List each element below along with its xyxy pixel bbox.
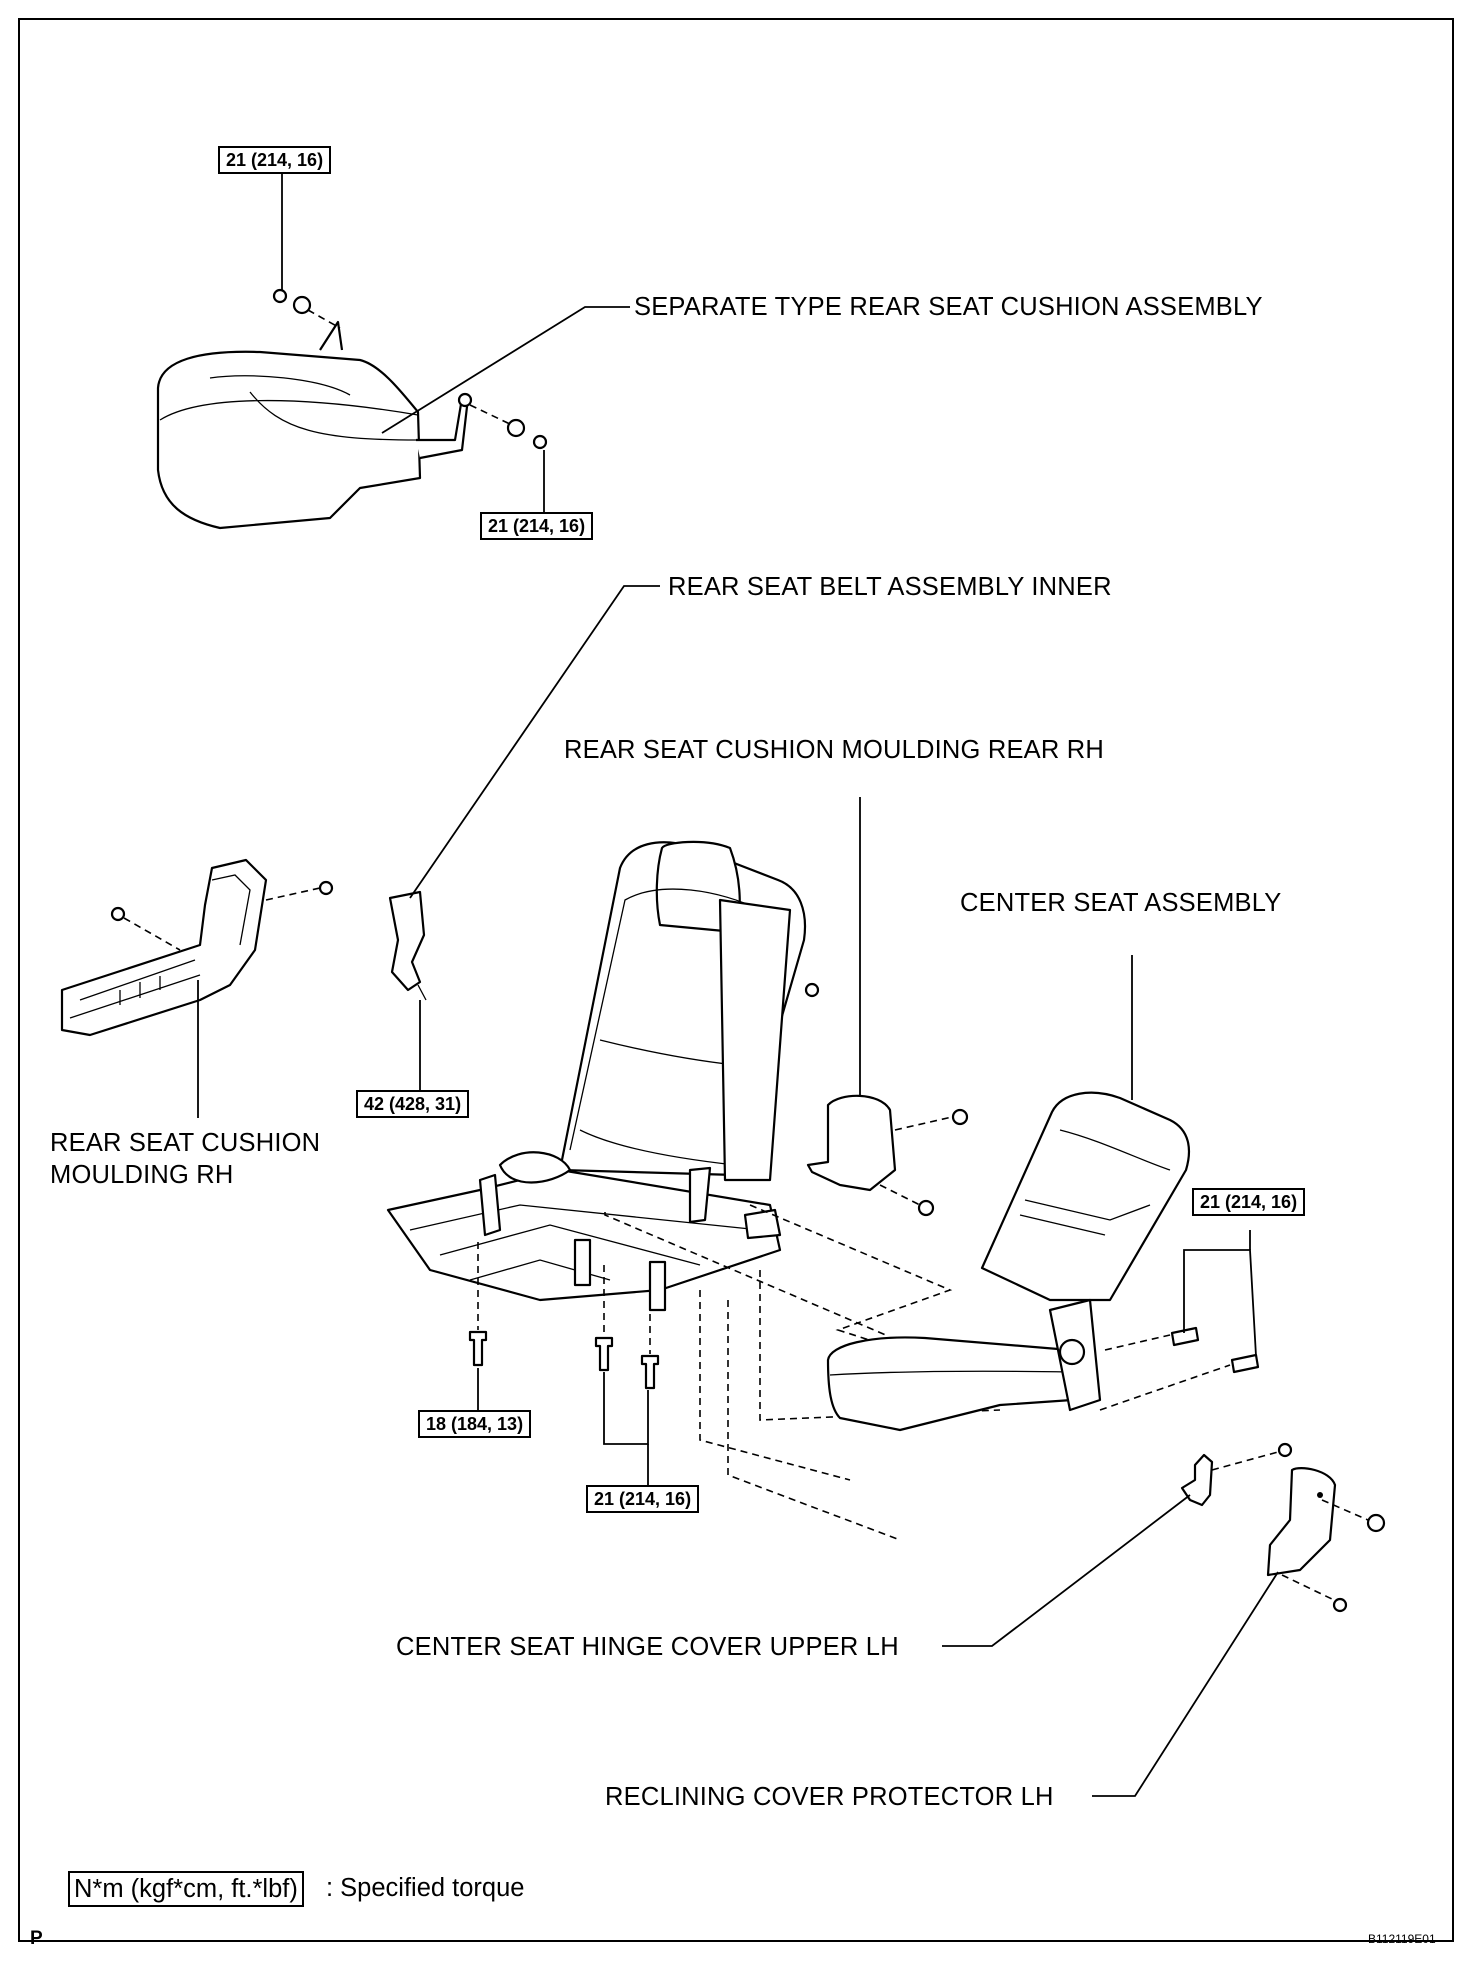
torque-cushion-right: 21 (214, 16)	[480, 512, 594, 540]
torque-cushion-top: 21 (214, 16)	[218, 146, 332, 174]
rear-seat-drawing	[386, 840, 820, 1312]
label-belt-inner: REAR SEAT BELT ASSEMBLY INNER	[668, 573, 1112, 601]
legend-unit-box: N*m (kgf*cm, ft.*lbf)	[68, 1871, 304, 1907]
label-center-seat: CENTER SEAT ASSEMBLY	[960, 889, 1282, 917]
label-reclining-cover: RECLINING COVER PROTECTOR LH	[605, 1783, 1054, 1811]
torque-base-mid: 21 (214, 16)	[586, 1485, 700, 1513]
reclining-cover-drawing	[1266, 1467, 1337, 1577]
separate-seat-cushion-drawing	[156, 320, 473, 530]
torque-base-left: 18 (184, 13)	[418, 1410, 532, 1438]
figure-id: B112119E01	[1368, 1932, 1436, 1946]
label-hinge-cover: CENTER SEAT HINGE COVER UPPER LH	[396, 1633, 899, 1661]
center-seat-drawing	[826, 1091, 1190, 1432]
seat-belt-inner-drawing	[388, 890, 427, 1001]
moulding-rear-rh-drawing	[806, 1094, 897, 1192]
label-moulding-rear-rh: REAR SEAT CUSHION MOULDING REAR RH	[564, 736, 1105, 764]
torque-center-right: 21 (214, 16)	[1192, 1188, 1306, 1216]
label-moulding-rh-line2: MOULDING RH	[50, 1161, 234, 1189]
hinge-cover-drawing	[1180, 1453, 1214, 1507]
drawing-border	[18, 18, 1454, 1942]
label-moulding-rh-line1: REAR SEAT CUSHION	[50, 1129, 321, 1157]
torque-belt: 42 (428, 31)	[356, 1090, 470, 1118]
cushion-moulding-rh-drawing	[60, 858, 268, 1037]
legend-text: : Specified torque	[326, 1874, 525, 1902]
label-separate-cushion: SEPARATE TYPE REAR SEAT CUSHION ASSEMBLY	[634, 293, 1263, 321]
corner-mark: P	[30, 1928, 43, 1949]
